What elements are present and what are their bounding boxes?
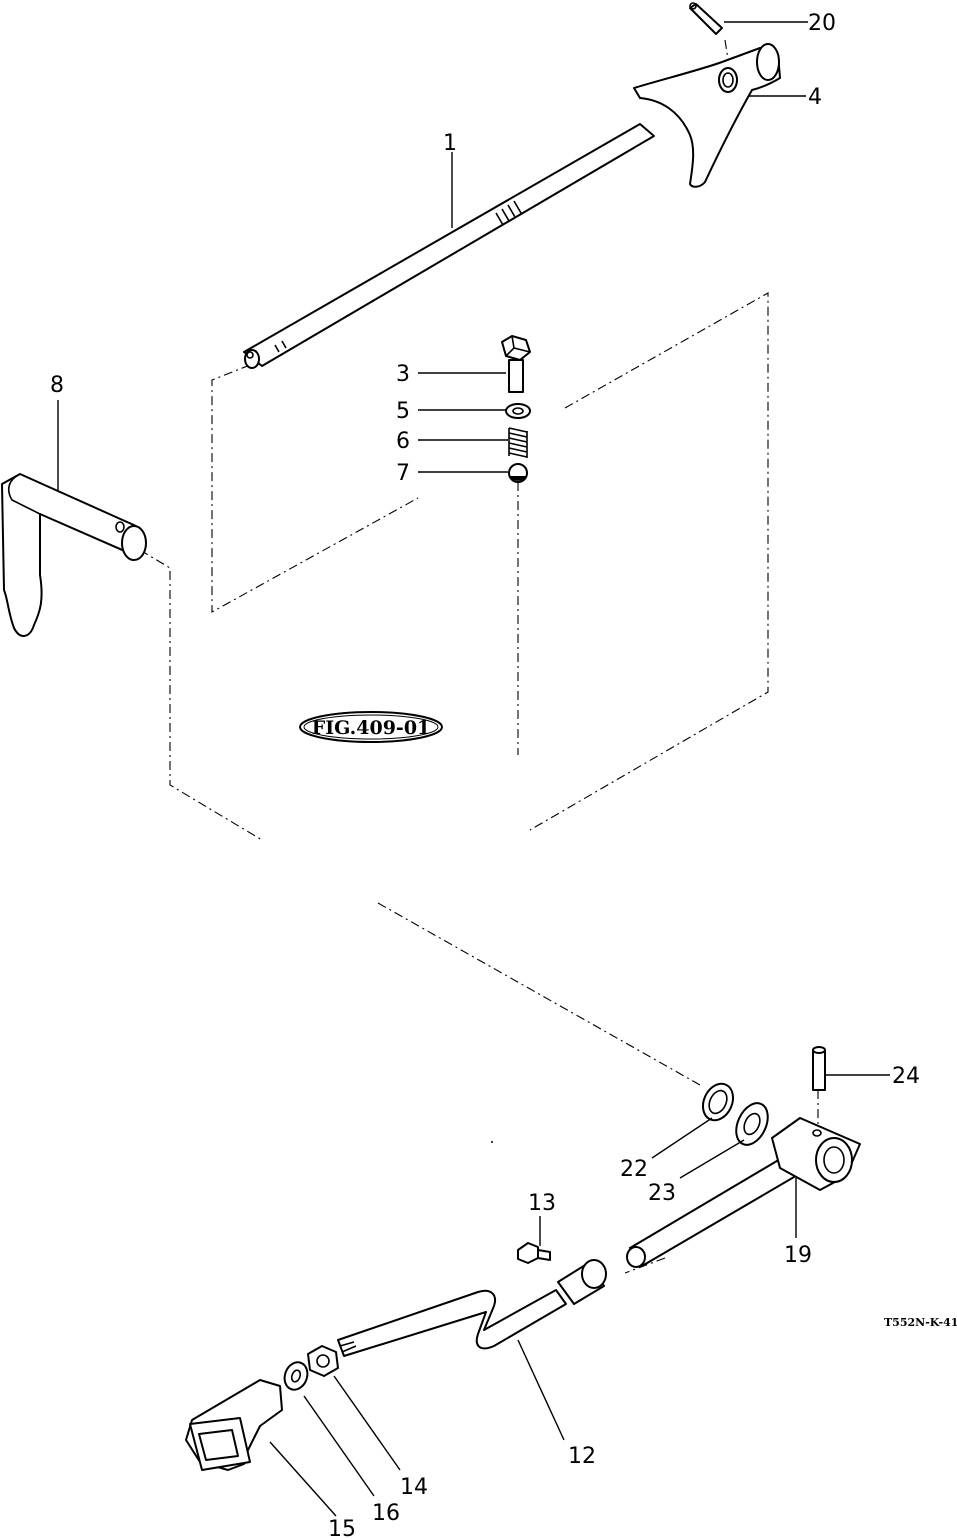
- stray-mark: [491, 1141, 493, 1143]
- hex-nut-part: [307, 1345, 339, 1377]
- callout-20: 20: [808, 11, 836, 36]
- callout-14: 14: [400, 1475, 428, 1500]
- callout-22: 22: [620, 1157, 648, 1182]
- washer-part: [505, 403, 531, 419]
- leader-lines: [57, 21, 890, 1517]
- coil-spring-part: [508, 427, 528, 458]
- callout-19: 19: [784, 1243, 812, 1268]
- set-bolt-part: [517, 1242, 551, 1264]
- callout-6: 6: [396, 429, 410, 454]
- callout-24: 24: [892, 1064, 920, 1089]
- callout-labels: 1 20 4 3 5 6 7 8 24 22 23 19 13 12 14 16…: [50, 11, 920, 1539]
- callout-16: 16: [372, 1501, 400, 1526]
- figure-reference: FIG.409-01: [299, 711, 443, 743]
- callout-13: 13: [528, 1191, 556, 1216]
- shift-rod-part: [243, 123, 655, 369]
- spring-pin-part: [689, 2, 723, 35]
- hex-bolt-part: [501, 335, 531, 393]
- plain-washer-part: [283, 1361, 309, 1391]
- callout-15: 15: [328, 1517, 356, 1539]
- callout-7: 7: [396, 461, 410, 486]
- shift-fork-part: [633, 43, 781, 188]
- callout-1: 1: [443, 131, 457, 156]
- callout-12: 12: [568, 1444, 596, 1469]
- thrust-washer-part: [701, 1082, 735, 1122]
- drawing-number: T552N-K-417: [884, 1316, 957, 1329]
- callout-3: 3: [396, 362, 410, 387]
- roll-pin-part: [812, 1046, 826, 1091]
- lever-arm-part: [626, 1117, 861, 1268]
- shim-washer-part: [735, 1102, 769, 1146]
- callout-8: 8: [50, 373, 64, 398]
- steel-ball-part: [508, 463, 528, 483]
- figure-reference-label: FIG.409-01: [312, 717, 431, 739]
- callout-23: 23: [648, 1181, 676, 1206]
- cranked-shift-rod-part: [337, 1259, 607, 1357]
- callout-4: 4: [808, 85, 822, 110]
- shift-lever-part: [1, 473, 147, 637]
- assembly-phantom-lines: [139, 39, 819, 1274]
- shift-knob-part: [185, 1379, 283, 1471]
- callout-5: 5: [396, 399, 410, 424]
